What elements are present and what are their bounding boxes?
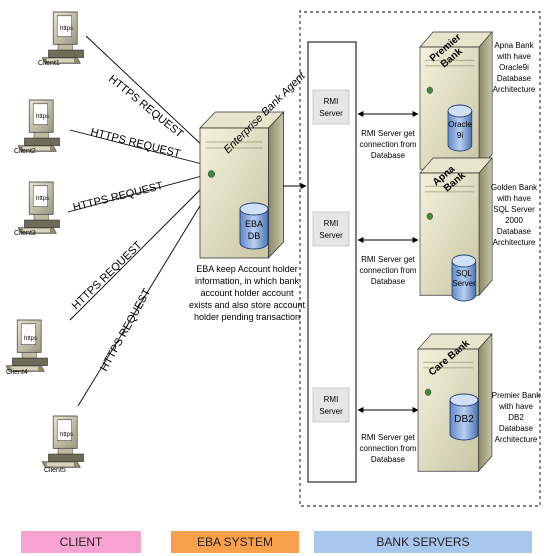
svg-text:Server: Server: [319, 407, 343, 416]
svg-text:account holder account: account holder account: [200, 288, 294, 298]
client-2: [17, 99, 61, 152]
connection-note-3: RMI Server get connection from Database: [360, 433, 417, 464]
client-5: [41, 415, 85, 468]
svg-text:Oracle9i: Oracle9i: [499, 63, 529, 72]
svg-text:Database: Database: [371, 277, 406, 286]
client-5-screen-text: https: [60, 432, 73, 438]
svg-text:SQL Server: SQL Server: [493, 205, 535, 214]
svg-text:Premier Bank: Premier Bank: [492, 391, 541, 400]
client-1: [41, 11, 85, 64]
legend-client: CLIENT: [21, 531, 141, 553]
svg-text:Database: Database: [497, 74, 532, 83]
eba-db-label-2: DB: [248, 231, 261, 241]
https-connections: [67, 35, 207, 407]
svg-text:RMI Server get: RMI Server get: [361, 433, 416, 442]
bank-servers-boundary: [299, 10, 541, 507]
rmi-server-3: RMI Server: [312, 387, 350, 423]
connection-note-2: RMI Server get connection from Database: [360, 255, 417, 286]
bank-2-description: Golden Bank with have SQL Server 2000 Da…: [491, 183, 538, 247]
workstation-icon: [17, 181, 61, 234]
client-2-screen-text: https: [36, 114, 49, 120]
client-5-label: Client5: [44, 467, 66, 474]
workstation-icon: [17, 99, 61, 152]
legend-bank-servers: BANK SERVERS: [314, 531, 532, 553]
bank-1-description: Apna Bank with have Oracle9i Database Ar…: [493, 41, 536, 94]
svg-text:with have: with have: [496, 194, 531, 203]
svg-text:connection from: connection from: [360, 444, 417, 453]
rmi-server-1: RMI Server: [312, 89, 350, 125]
svg-text:Apna Bank: Apna Bank: [494, 41, 534, 50]
bank-3-description: Premier Bank with have DB2 Database Arch…: [492, 391, 541, 444]
client-1-label: Client1: [38, 60, 60, 67]
svg-text:Server: Server: [319, 109, 343, 118]
workstation-icon: [41, 415, 85, 468]
https-label-1: HTTPS REQUEST: [106, 73, 185, 141]
svg-text:Database: Database: [499, 424, 534, 433]
bank-2-db: [451, 254, 477, 302]
svg-text:with have: with have: [496, 52, 531, 61]
svg-text:RMI: RMI: [324, 395, 339, 404]
client-4-label: Client4: [6, 369, 28, 376]
client-3-label: Client3: [14, 230, 36, 237]
client-4: [5, 319, 49, 372]
svg-text:Architecture: Architecture: [495, 435, 538, 444]
svg-text:with have: with have: [498, 402, 533, 411]
svg-text:DB2: DB2: [508, 413, 524, 422]
connection-note-1: RMI Server get connection from Database: [360, 129, 417, 160]
bank-2-db-label-1: SQL: [456, 269, 473, 278]
svg-text:Architecture: Architecture: [493, 238, 536, 247]
client-3-screen-text: https: [36, 196, 49, 202]
client-3: [17, 181, 61, 234]
eba-description: EBA keep Account holder information, in …: [189, 264, 306, 322]
svg-text:connection from: connection from: [360, 140, 417, 149]
svg-text:RMI Server get: RMI Server get: [361, 129, 416, 138]
svg-text:Golden Bank: Golden Bank: [491, 183, 538, 192]
svg-text:RMI: RMI: [324, 219, 339, 228]
eba-db-label-1: EBA: [245, 219, 263, 229]
rmi-server-2: RMI Server: [312, 211, 350, 247]
svg-text:2000: 2000: [505, 216, 523, 225]
svg-text:information, in which bank: information, in which bank: [195, 276, 300, 286]
bank-1-db-label-1: Oracle: [448, 120, 472, 129]
client-4-screen-text: https: [24, 336, 37, 342]
workstation-icon: [41, 11, 85, 64]
svg-text:Architecture: Architecture: [493, 85, 536, 94]
svg-text:connection from: connection from: [360, 266, 417, 275]
https-label-4: HTTPS REQUEST: [70, 239, 145, 312]
https-label-5: HTTPS REQUEST: [98, 287, 153, 374]
bank-2-db-label-2: Server: [452, 279, 476, 288]
client-1-screen-text: https: [60, 26, 73, 32]
workstation-icon: [5, 319, 49, 372]
svg-text:exists and also store account: exists and also store account: [189, 300, 306, 310]
bank-1-db-label-2: 9i: [457, 131, 463, 140]
svg-text:holder pending transaction: holder pending transaction: [194, 312, 300, 322]
svg-text:Database: Database: [497, 227, 532, 236]
svg-text:EBA keep Account holder: EBA keep Account holder: [196, 264, 298, 274]
svg-text:Database: Database: [371, 455, 406, 464]
database-icon: [451, 254, 477, 302]
https-label-3: HTTPS REQUEST: [72, 180, 165, 214]
svg-text:Server: Server: [319, 231, 343, 240]
bank-3-db-label: DB2: [454, 414, 474, 425]
svg-text:RMI: RMI: [324, 97, 339, 106]
svg-text:Database: Database: [371, 151, 406, 160]
legend-eba-system: EBA SYSTEM: [171, 531, 299, 553]
architecture-diagram: HTTPS REQUEST HTTPS REQUEST HTTPS REQUES…: [5, 10, 541, 507]
svg-text:RMI Server get: RMI Server get: [361, 255, 416, 264]
client-2-label: Client2: [14, 148, 36, 155]
